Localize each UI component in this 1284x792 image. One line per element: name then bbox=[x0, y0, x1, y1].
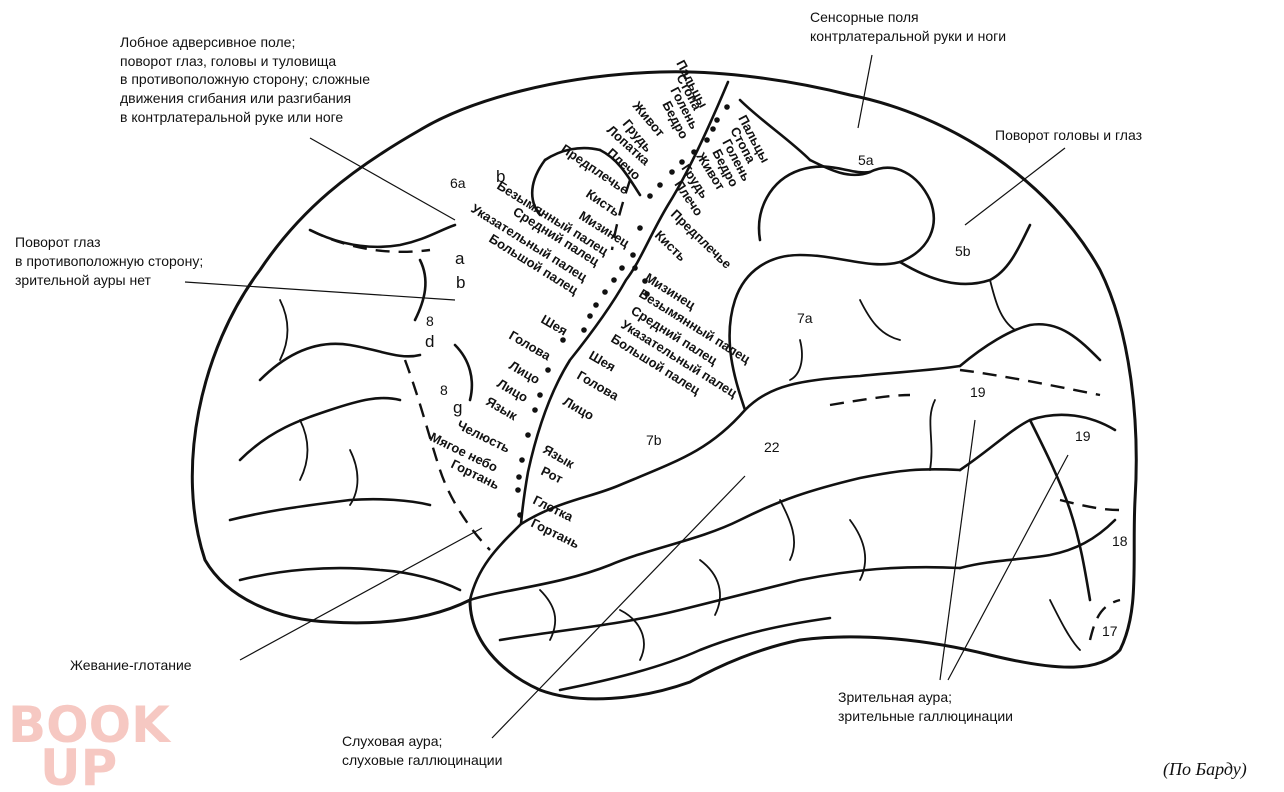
area-6a: 6а bbox=[450, 175, 466, 191]
strip-dot bbox=[532, 407, 538, 413]
svg-text:Зрительная аура;: Зрительная аура; bbox=[838, 689, 952, 705]
parietal-occipital-gyri bbox=[728, 98, 1117, 651]
strip-dot bbox=[525, 432, 531, 438]
strip-dot bbox=[619, 265, 625, 271]
sub-d: d bbox=[425, 332, 434, 351]
strip-dot bbox=[517, 512, 523, 518]
strip-dot bbox=[679, 159, 685, 165]
annotation-frontal-adversive: Лобное адверсивное поле; поворот глаз, г… bbox=[120, 34, 370, 125]
sensory-label: Рот bbox=[539, 463, 566, 486]
strip-dots bbox=[515, 104, 730, 518]
svg-text:поворот глаз, головы и туловищ: поворот глаз, головы и туловища bbox=[120, 53, 336, 69]
area-7b: 7b bbox=[646, 432, 662, 448]
svg-text:BOOK: BOOK bbox=[8, 696, 172, 754]
area-8-a: 8 bbox=[426, 313, 434, 329]
area-19-a: 19 bbox=[970, 384, 986, 400]
annotation-visual-aura: Зрительная аура; зрительные галлюцинации bbox=[838, 689, 1013, 724]
strip-dot bbox=[516, 474, 522, 480]
strip-dot bbox=[630, 252, 636, 258]
strip-dot bbox=[714, 117, 720, 123]
sub-b-2: b bbox=[496, 167, 505, 186]
sub-a: a bbox=[455, 249, 465, 268]
strip-dot bbox=[537, 392, 543, 398]
brain-outline bbox=[190, 70, 1138, 701]
svg-text:в противоположную сторону; сло: в противоположную сторону; сложные bbox=[120, 71, 370, 87]
svg-text:слуховые галлюцинации: слуховые галлюцинации bbox=[342, 752, 502, 768]
svg-text:зрительные галлюцинации: зрительные галлюцинации bbox=[838, 708, 1013, 724]
strip-dot bbox=[632, 265, 638, 271]
strip-dot bbox=[724, 104, 730, 110]
area-5a: 5а bbox=[858, 152, 874, 168]
annotation-eye-turn: Поворот глаз в противоположную сторону; … bbox=[15, 234, 203, 288]
strip-dot bbox=[710, 126, 716, 132]
strip-dot bbox=[657, 182, 663, 188]
strip-dot bbox=[587, 313, 593, 319]
svg-text:Слуховая аура;: Слуховая аура; bbox=[342, 733, 442, 749]
svg-text:контрлатеральной руки и ноги: контрлатеральной руки и ноги bbox=[810, 28, 1006, 44]
strip-dot bbox=[691, 149, 697, 155]
area-7a: 7а bbox=[797, 310, 813, 326]
svg-text:UP: UP bbox=[40, 739, 117, 792]
svg-text:в контрлатеральной руке или но: в контрлатеральной руке или ноге bbox=[120, 109, 343, 125]
area-17: 17 bbox=[1102, 623, 1118, 639]
strip-dot bbox=[602, 289, 608, 295]
strip-dot bbox=[637, 225, 643, 231]
sensory-label: Голова bbox=[575, 368, 622, 404]
area-labels: 6а 5а 5b 7а 7b 22 19 19 18 17 8 8 a b b … bbox=[425, 152, 1128, 639]
strip-dot bbox=[545, 367, 551, 373]
strip-dot bbox=[647, 193, 653, 199]
svg-text:зрительной ауры нет: зрительной ауры нет bbox=[15, 272, 152, 288]
motor-strip: Пальцы Стопа Голень Бедро Живот Грудь Ло… bbox=[428, 57, 711, 492]
motor-label: Шея bbox=[539, 312, 571, 339]
frontal-gyri bbox=[228, 146, 642, 592]
annotation-auditory-aura: Слуховая аура; слуховые галлюцинации bbox=[342, 733, 502, 768]
strip-dot bbox=[515, 487, 521, 493]
area-18: 18 bbox=[1112, 533, 1128, 549]
strip-dot bbox=[644, 291, 650, 297]
sensory-label: Лицо bbox=[561, 394, 597, 424]
annotation-head-eye-turn: Поворот головы и глаз bbox=[995, 127, 1142, 143]
watermark-logo: BOOK UP bbox=[8, 696, 172, 792]
strip-dot bbox=[642, 278, 648, 284]
svg-text:Поворот глаз: Поворот глаз bbox=[15, 234, 101, 250]
strip-dot bbox=[611, 277, 617, 283]
strip-dot bbox=[560, 337, 566, 343]
strip-dot bbox=[669, 169, 675, 175]
credit-text: (По Барду) bbox=[1163, 759, 1247, 780]
strip-dot bbox=[581, 327, 587, 333]
svg-text:в противоположную сторону;: в противоположную сторону; bbox=[15, 253, 203, 269]
annotation-sensory-fields: Сенсорные поля контрлатеральной руки и н… bbox=[810, 9, 1006, 44]
svg-text:движения сгибания или разгибан: движения сгибания или разгибания bbox=[120, 90, 351, 106]
sub-b-1: b bbox=[456, 273, 465, 292]
central-sulcus bbox=[519, 80, 730, 526]
svg-text:Сенсорные поля: Сенсорные поля bbox=[810, 9, 919, 25]
strip-dot bbox=[593, 302, 599, 308]
sensory-label: Кисть bbox=[652, 227, 689, 264]
area-5b: 5b bbox=[955, 243, 971, 259]
sub-g: g bbox=[453, 398, 462, 417]
area-22: 22 bbox=[764, 439, 780, 455]
strip-dot bbox=[519, 457, 525, 463]
leader-lines bbox=[184, 54, 1069, 739]
svg-text:Лобное адверсивное поле;: Лобное адверсивное поле; bbox=[120, 34, 295, 50]
dashed-boundaries bbox=[309, 179, 1121, 641]
sensory-label: Гортань bbox=[529, 515, 582, 551]
sensory-label: Шея bbox=[587, 348, 619, 375]
area-19-b: 19 bbox=[1075, 428, 1091, 444]
strip-dot bbox=[704, 137, 710, 143]
area-8-b: 8 bbox=[440, 382, 448, 398]
annotation-chewing: Жевание-глотание bbox=[70, 657, 192, 673]
